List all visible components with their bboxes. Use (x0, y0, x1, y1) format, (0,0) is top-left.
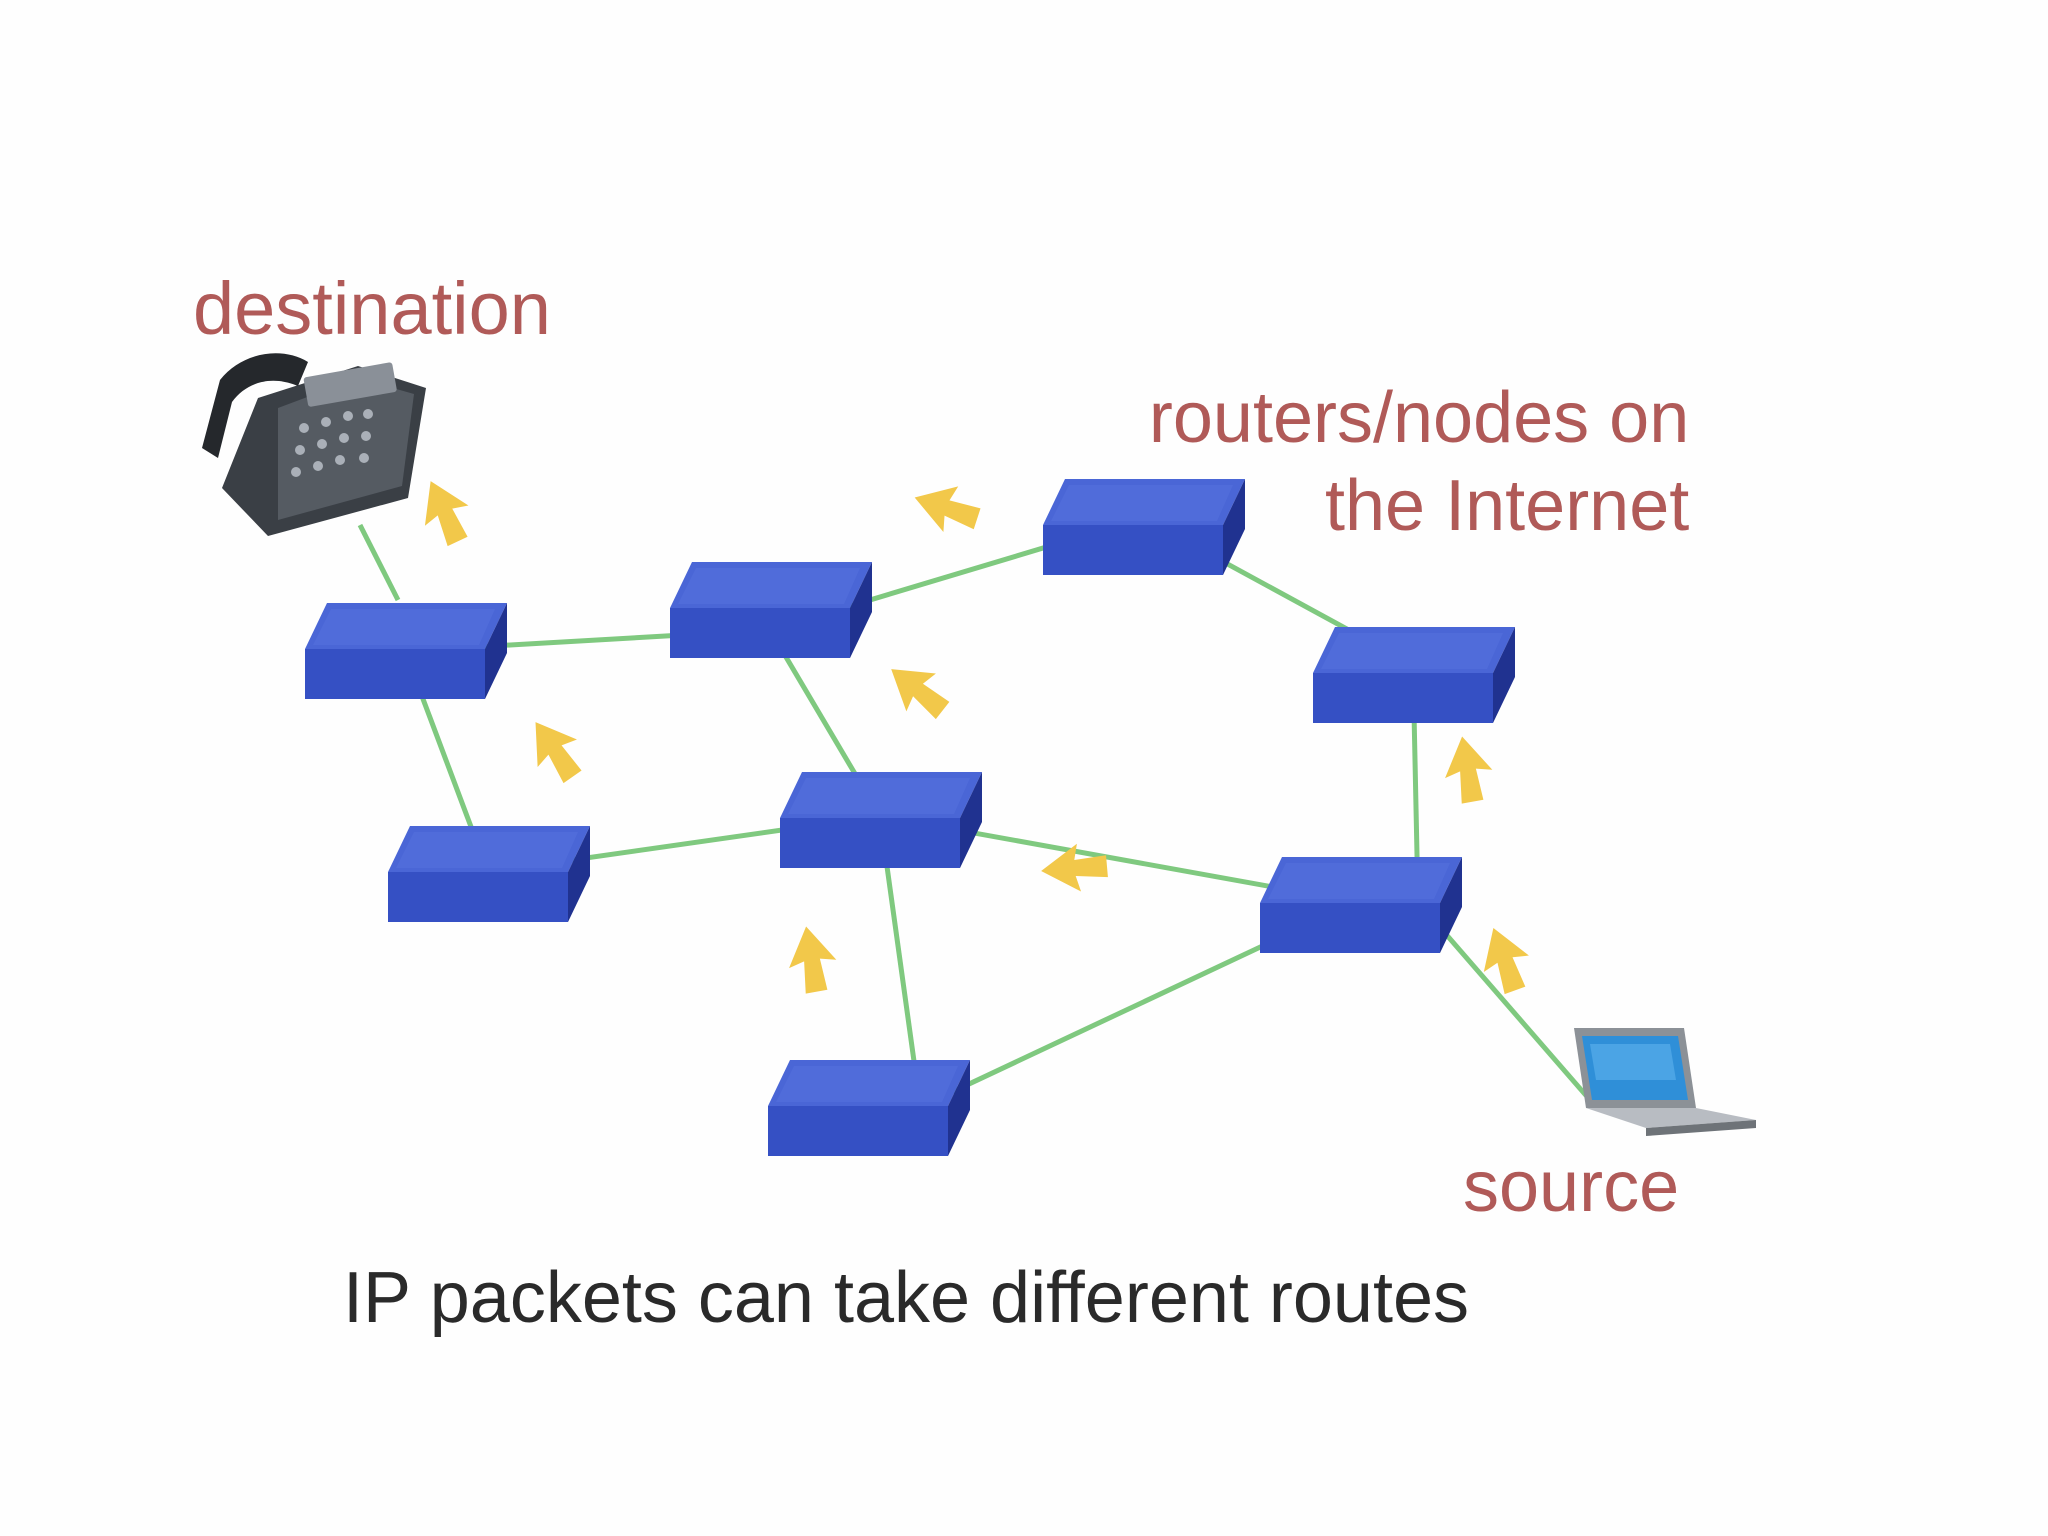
arrow-icon (1438, 732, 1498, 806)
destination-label: destination (193, 267, 551, 350)
arrow-icon (1470, 919, 1539, 999)
desk-phone-icon (202, 353, 426, 536)
arrow-icon (515, 708, 594, 790)
routers-label: routers/nodes on the Internet (1093, 382, 1689, 542)
arrow-icon (408, 471, 481, 552)
arrow-icon (876, 650, 958, 729)
router-icon (670, 562, 872, 658)
link-phone-r1 (357, 523, 401, 602)
arrow-icon (907, 474, 985, 541)
routers-label-line2: the Internet (1325, 466, 1690, 546)
arrow-icon (1039, 841, 1109, 895)
routers (305, 479, 1515, 1156)
router-icon (388, 826, 590, 922)
laptop-icon (1574, 1028, 1756, 1136)
arrow-icon (782, 922, 842, 996)
router-icon (768, 1060, 970, 1156)
router-icon (1313, 627, 1515, 723)
router-icon (1260, 857, 1462, 953)
diagram-caption: IP packets can take different routes (343, 1258, 1470, 1338)
source-label: source (1463, 1147, 1680, 1227)
router-icon (780, 772, 982, 868)
routers-label-line1: routers/nodes on (1148, 378, 1690, 458)
router-icon (305, 603, 507, 699)
